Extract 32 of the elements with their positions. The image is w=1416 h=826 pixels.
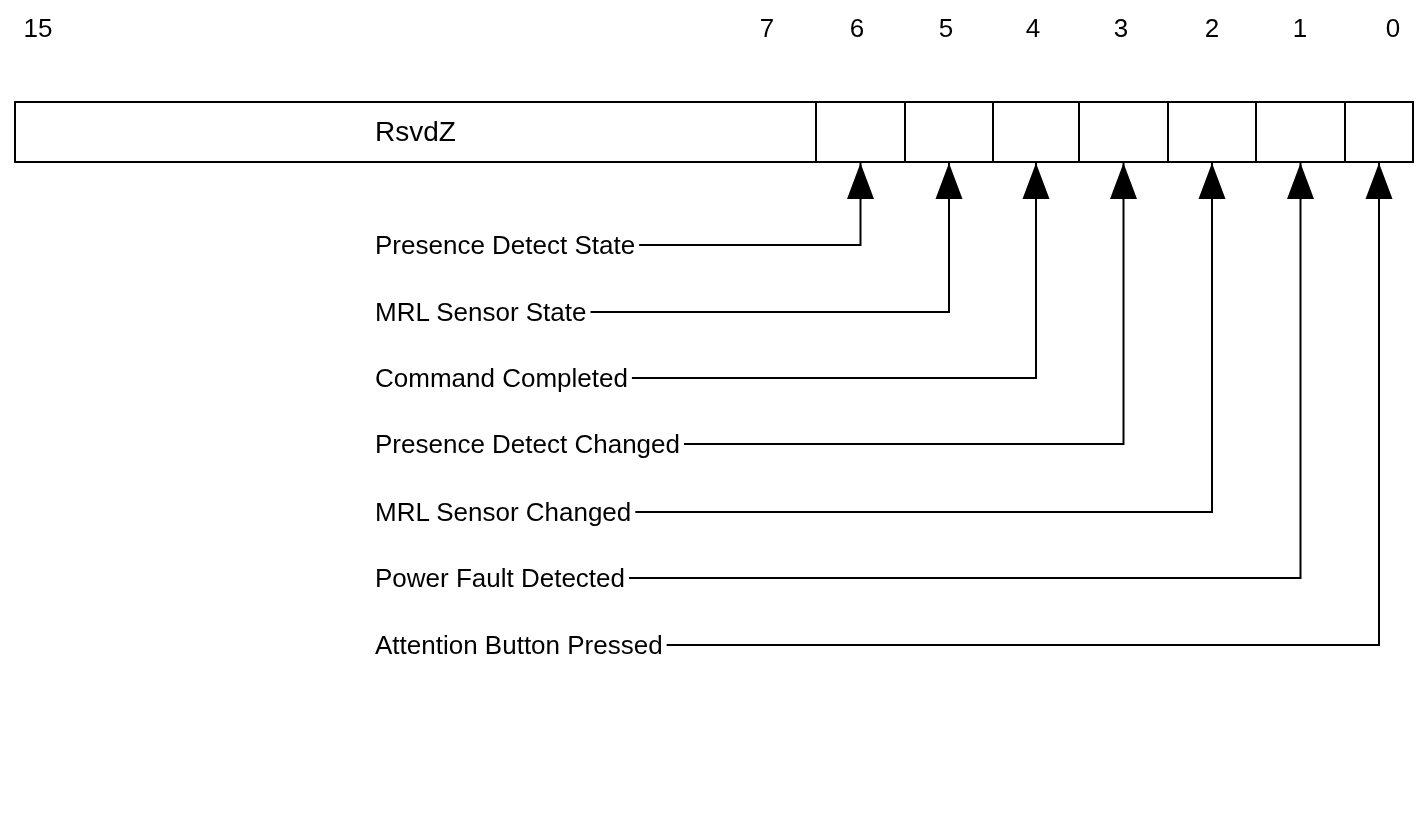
- bit-label: Power Fault Detected: [375, 563, 625, 593]
- bit-number: 0: [1385, 13, 1401, 43]
- bit-number: 7: [759, 13, 775, 43]
- bit-cell: [1078, 101, 1169, 163]
- bit-cell: [1167, 101, 1257, 163]
- bit-label: MRL Sensor State: [375, 297, 587, 327]
- bit-cell: [815, 101, 906, 163]
- arrow: [682, 162, 1137, 445]
- bit-label: Presence Detect Changed: [375, 429, 680, 459]
- bit-number: 6: [849, 13, 865, 43]
- bit-cell: [1344, 101, 1414, 163]
- bit-number: 2: [1204, 13, 1220, 43]
- bit-label: Command Completed: [375, 363, 628, 393]
- bit-cell: [992, 101, 1080, 163]
- register-field-box: [14, 101, 817, 163]
- bit-cell: [1255, 101, 1346, 163]
- arrow: [665, 162, 1393, 646]
- bit-label: Attention Button Pressed: [375, 630, 663, 660]
- arrow: [638, 162, 874, 246]
- bit-cell: [904, 101, 994, 163]
- arrow: [589, 162, 963, 313]
- field-name: RsvdZ: [374, 116, 457, 148]
- arrow: [628, 162, 1314, 579]
- bit-number: 15: [23, 13, 53, 43]
- arrow: [630, 162, 1050, 379]
- arrow: [634, 162, 1226, 513]
- bit-label: MRL Sensor Changed: [375, 497, 632, 527]
- bit-number: 1: [1292, 13, 1308, 43]
- bit-label: Presence Detect State: [375, 230, 636, 260]
- bit-number: 4: [1025, 13, 1041, 43]
- bit-number: 5: [938, 13, 954, 43]
- bit-number: 3: [1113, 13, 1129, 43]
